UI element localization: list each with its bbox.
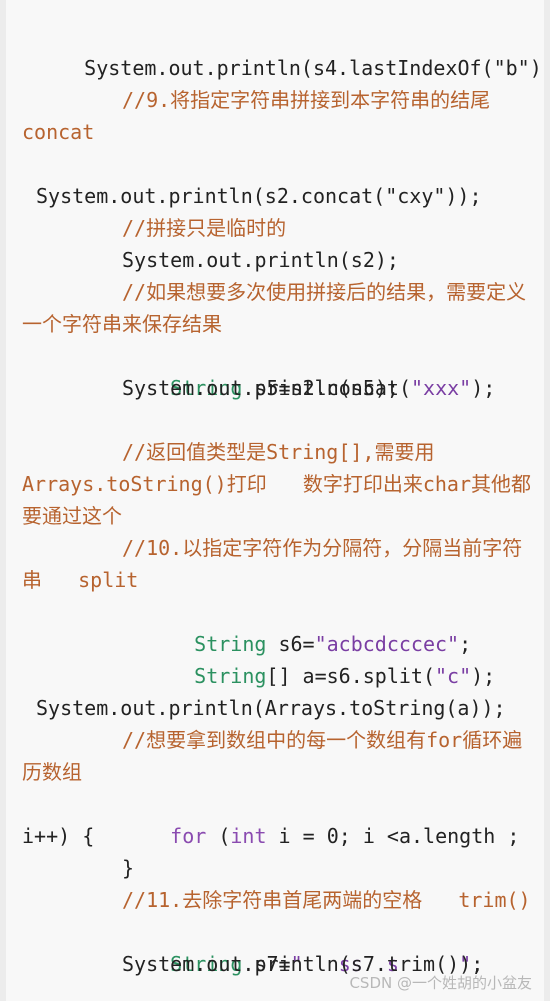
- code-text: ;: [471, 952, 484, 976]
- watermark: CSDN @一个姓胡的小盆友: [349, 974, 532, 992]
- code-text: (: [206, 824, 231, 848]
- string-literal: "acbcdcccec": [314, 632, 460, 656]
- code-comment: //如果想要多次使用拼接后的结果，需要定义: [122, 280, 527, 304]
- code-line: System.out.println(s5);: [122, 376, 399, 400]
- code-comment: //想要拿到数组中的每一个数组有for循环遍: [122, 728, 523, 752]
- code-line: System.out.println(s2);: [122, 248, 399, 272]
- code-comment: concat: [22, 120, 95, 144]
- code-line: i++) {: [22, 824, 95, 848]
- code-line: String s5=s2.concat("xxx");: [122, 340, 544, 400]
- code-text: );: [471, 376, 496, 400]
- code-comment: //11.去除字符串首尾两端的空格 trim(): [122, 888, 531, 912]
- keyword-token: for: [170, 824, 207, 848]
- keyword-token: int: [230, 824, 267, 848]
- code-line: String s6="acbcdcccec";: [146, 596, 544, 656]
- code-text: i = 0; i <a.length ;: [266, 824, 520, 848]
- code-comment: 历数组: [22, 760, 82, 784]
- type-token: String: [194, 664, 267, 688]
- code-comment: //拼接只是临时的: [122, 216, 287, 240]
- code-line: String[] a=s6.split("c");: [146, 628, 544, 688]
- code-line: for (int i = 0; i <a.length ;: [122, 788, 544, 848]
- code-line: String s7=" ss s ";: [122, 916, 544, 976]
- code-line: System.out.println(s7.trim());: [122, 952, 484, 976]
- code-line: }: [122, 856, 135, 880]
- type-token: String: [170, 952, 243, 976]
- code-comment: Arrays.toString()打印 数字打印出来char其他都: [22, 472, 531, 496]
- code-comment: 一个字符串来保存结果: [22, 312, 222, 336]
- code-comment: 串 split: [22, 568, 139, 592]
- code-text: ;: [459, 632, 472, 656]
- code-line: System.out.println(Arrays.toString(a));: [36, 696, 506, 720]
- string-literal: " ss s ": [290, 952, 472, 976]
- code-text: s6=: [266, 632, 315, 656]
- code-text: [] a=s6.split(: [266, 664, 435, 688]
- code-line: System.out.println(s4.lastIndexOf("b"));: [36, 20, 544, 80]
- code-line: System.out.println(s2.concat("cxy"));: [36, 184, 482, 208]
- code-text: s7=: [242, 952, 291, 976]
- type-token: String: [170, 376, 243, 400]
- code-comment: //9.将指定字符串拼接到本字符串的结尾: [122, 88, 491, 112]
- string-literal: "c": [435, 664, 472, 688]
- code-text: System.out.println(s4.lastIndexOf("b"));: [84, 56, 544, 80]
- code-comment: //10.以指定字符作为分隔符，分隔当前字符: [122, 536, 523, 560]
- code-text: );: [471, 664, 496, 688]
- code-text: s5=s2.concat(: [242, 376, 411, 400]
- type-token: String: [194, 632, 267, 656]
- string-literal: "xxx": [411, 376, 472, 400]
- code-comment: 要通过这个: [22, 504, 122, 528]
- code-block: System.out.println(s4.lastIndexOf("b"));…: [6, 0, 544, 1001]
- code-comment: //返回值类型是String[],需要用: [122, 440, 435, 464]
